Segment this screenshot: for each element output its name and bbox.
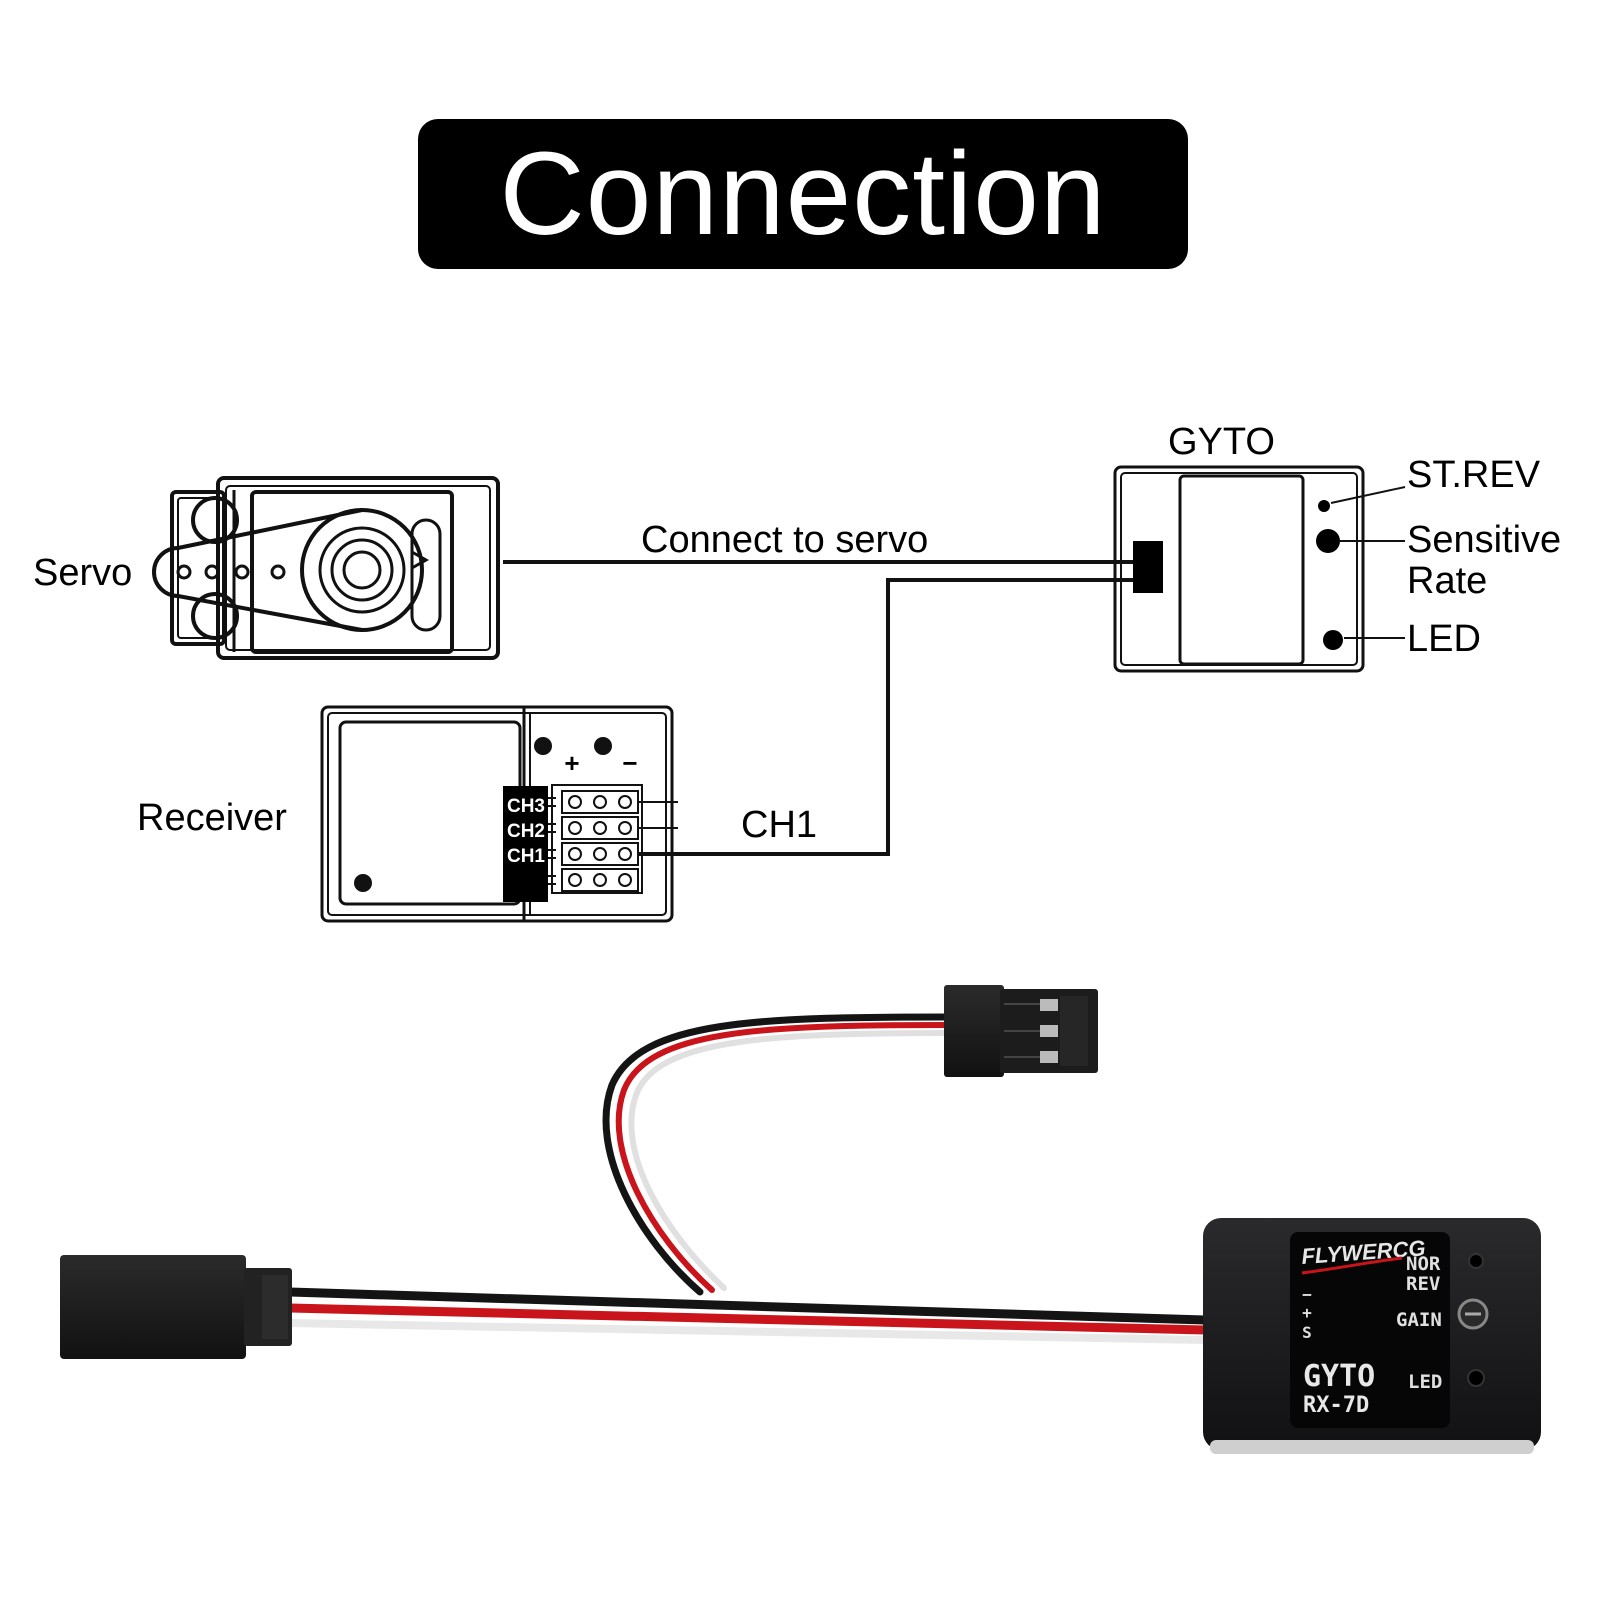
receiver-plus-label: +	[564, 748, 579, 778]
servo-label: Servo	[33, 552, 132, 594]
channel-label-ch2: CH2	[507, 821, 545, 842]
product-photo: FLYWERCG NOR REV GAIN LED − + S GYTO RX-…	[60, 985, 1541, 1454]
gyto-connector-block	[1133, 541, 1163, 593]
receiver-label: Receiver	[137, 797, 287, 839]
diagram-wires	[503, 560, 1133, 856]
connect-to-servo-label: Connect to servo	[641, 519, 928, 561]
nor-label: NOR	[1406, 1253, 1441, 1275]
model-code: RX-7D	[1303, 1393, 1369, 1418]
channel-label-ch3: CH3	[507, 796, 545, 817]
sensitive-rate-knob	[1316, 529, 1340, 553]
page-title: Connection	[499, 128, 1107, 260]
gyro-module	[1203, 1218, 1541, 1454]
st-rev-hole-icon	[1468, 1253, 1484, 1269]
pin-label-minus: −	[1302, 1285, 1312, 1304]
loop-cable	[602, 1013, 952, 1296]
sensitive-label: Sensitive	[1407, 519, 1561, 561]
receiver-minus-label: −	[622, 748, 637, 778]
gyto-leader-lines	[1330, 486, 1406, 639]
servo-male-plug	[944, 985, 1098, 1077]
st-rev-label: ST.REV	[1407, 454, 1541, 496]
receiver-channel-block: CH3 CH2 CH1	[503, 786, 548, 902]
rev-label: REV	[1406, 1273, 1440, 1295]
receiver-pin-dot	[594, 737, 612, 755]
brand-swoosh-icon	[1301, 1256, 1403, 1275]
ch1-wire-label: CH1	[741, 804, 817, 846]
receiver-pin-dot	[534, 737, 552, 755]
led-hole-icon	[1467, 1369, 1485, 1387]
title-banner: Connection	[418, 119, 1188, 269]
gain-label: GAIN	[1396, 1309, 1442, 1331]
straight-cable	[289, 1287, 1206, 1344]
gyto-schematic	[1113, 465, 1365, 673]
gyto-label: GYTO	[1168, 421, 1275, 463]
servo-female-plug	[60, 1255, 292, 1359]
model-name: GYTO	[1303, 1359, 1375, 1394]
rate-label: Rate	[1407, 560, 1487, 602]
pin-label-signal: S	[1302, 1323, 1312, 1342]
module-led-label: LED	[1408, 1371, 1442, 1393]
channel-label-ch1: CH1	[507, 846, 545, 867]
st-rev-dot	[1318, 500, 1330, 512]
led-dot	[1323, 630, 1343, 650]
receiver-ports	[548, 790, 678, 892]
receiver-led-dot	[354, 874, 372, 892]
pin-label-plus: +	[1302, 1303, 1312, 1322]
led-label: LED	[1407, 618, 1481, 660]
servo-drawing	[152, 476, 500, 660]
